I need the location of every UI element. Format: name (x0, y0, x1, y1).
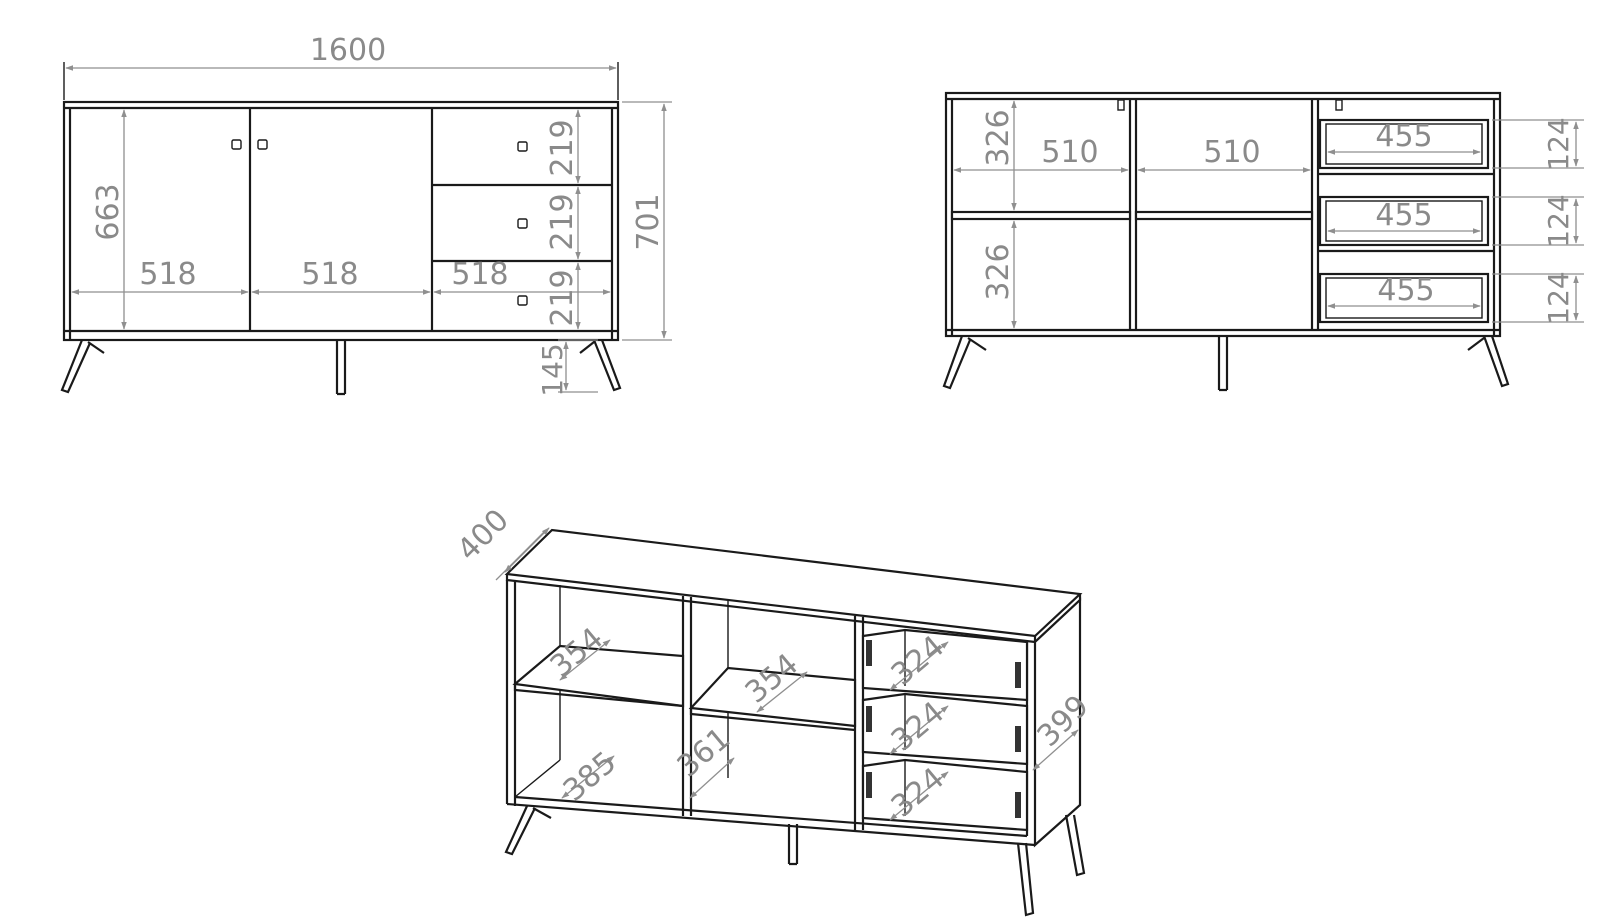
dim-compartment-width-left: 510 (1041, 135, 1098, 170)
dim-door-width-left: 518 (139, 257, 196, 292)
dim-shelf-height-lower: 326 (981, 243, 1016, 300)
open-dimension-lines (953, 100, 1584, 329)
dim-drawer-inner-height-1: 124 (1542, 117, 1575, 170)
open-legs (942, 335, 1510, 392)
front-view-body (62, 100, 620, 342)
dim-drawer-height-bottom: 219 (545, 269, 580, 326)
dim-drawer-inner-width-1: 455 (1375, 119, 1432, 154)
dim-depth: 400 (451, 503, 516, 568)
front-legs (60, 339, 622, 396)
dim-compartment-width-middle: 510 (1203, 135, 1260, 170)
dim-door-width-middle: 518 (301, 257, 358, 292)
dim-drawer-height-top: 219 (545, 119, 580, 176)
iso-legs (504, 805, 1086, 917)
dim-shelf-height-upper: 326 (981, 109, 1016, 166)
dim-leg-height: 145 (536, 343, 569, 396)
dim-bottom-depth-middle: 361 (671, 721, 737, 785)
dim-drawer-inner-height-3: 124 (1542, 271, 1575, 324)
dim-overall-width: 1600 (310, 33, 386, 68)
front-door-handles (231, 139, 268, 150)
dim-overall-height: 701 (631, 193, 666, 250)
iso-view: 400 399 354 354 385 361 324 324 324 (451, 503, 1096, 917)
front-dimension-lines (63, 62, 672, 393)
dim-drawer-inner-width-3: 455 (1377, 273, 1434, 308)
dim-drawer-inner-height-2: 124 (1542, 194, 1575, 247)
open-view: 326 326 510 510 455 455 455 124 124 124 (942, 91, 1584, 392)
dim-drawer-inner-width-2: 455 (1375, 198, 1432, 233)
dim-door-height: 663 (91, 183, 126, 240)
front-view: 1600 701 663 518 518 518 219 219 219 145 (60, 33, 672, 397)
dim-bottom-depth-left: 385 (557, 745, 623, 809)
open-drawer-boxes (1318, 118, 1494, 324)
dim-drawer-width: 518 (451, 257, 508, 292)
front-drawer-handles (517, 141, 528, 306)
iso-dimension-lines (495, 527, 1079, 821)
dim-drawer-height-middle: 219 (545, 193, 580, 250)
iso-view-body (504, 528, 1083, 848)
